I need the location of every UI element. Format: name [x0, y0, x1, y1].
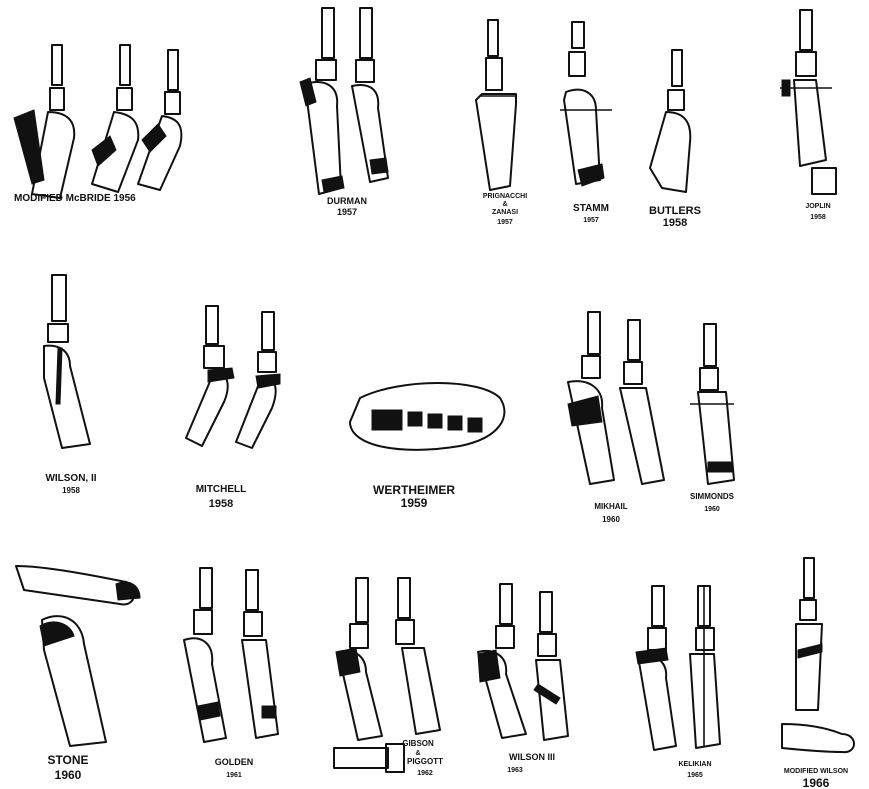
label-gibson-amp: &	[415, 750, 420, 757]
osteotomy-cut	[636, 648, 668, 664]
label-stamm-year: 1957	[583, 217, 599, 224]
label-prignacchi-amp: &	[502, 201, 507, 208]
label-piggott: PIGGOTT	[407, 757, 443, 766]
toe-bone	[92, 45, 138, 192]
label-kelikian: KELIKIAN	[678, 761, 711, 768]
label-modified-mcbride: MODIFIED McBRIDE 1956	[14, 193, 136, 204]
toe-bone	[396, 578, 440, 734]
toe-bone	[352, 8, 388, 182]
fig-simmonds	[690, 324, 734, 484]
osteotomy-cut	[478, 650, 500, 682]
label-wertheimer: WERTHEIMER	[373, 483, 455, 497]
phalanx-bone	[334, 744, 404, 772]
label-stamm: STAMM	[573, 203, 609, 214]
label-mikhail: MIKHAIL	[594, 502, 627, 511]
fig-wilson-iii	[478, 584, 568, 740]
label-durman: DURMAN	[327, 196, 367, 206]
label-golden: GOLDEN	[215, 757, 254, 767]
label-modified-wilson: MODIFIED WILSON	[784, 768, 848, 775]
label-golden-year: 1961	[226, 772, 242, 779]
toe-bone	[44, 275, 90, 448]
toe-bone	[536, 592, 568, 740]
label-wilson-iii: WILSON III	[509, 752, 555, 762]
fig-wilson-ii	[44, 275, 90, 448]
fig-stamm	[560, 22, 612, 186]
label-joplin: JOPLIN	[805, 203, 830, 210]
fig-mitchell	[186, 306, 280, 448]
toe-bone	[794, 10, 836, 194]
fig-kelikian	[636, 586, 720, 750]
fig-stone	[16, 566, 140, 746]
phalanx-bone	[782, 724, 854, 752]
fig-mikhail	[568, 312, 664, 484]
label-gibson: GIBSON	[402, 739, 434, 748]
label-prignacchi: PRIGNACCHI	[483, 193, 527, 200]
fig-durman	[300, 8, 388, 194]
label-butlers-year: 1958	[663, 217, 687, 229]
label-mitchell: MITCHELL	[196, 484, 247, 495]
label-wilson-iii-year: 1963	[507, 767, 523, 774]
tendon-transfer	[14, 110, 44, 184]
label-kelikian-year: 1965	[687, 772, 703, 779]
label-simmonds-year: 1960	[704, 506, 720, 513]
osteotomy-cut	[256, 374, 280, 388]
label-stone-year: 1960	[55, 768, 82, 782]
osteotomy-cut	[708, 462, 732, 472]
toe-bone	[564, 22, 600, 184]
label-stone: STONE	[47, 753, 88, 767]
fig-prignacchi-zanasi	[476, 20, 516, 190]
label-mitchell-year: 1958	[209, 498, 233, 510]
toe-bone	[620, 320, 664, 484]
label-butlers: BUTLERS	[649, 205, 701, 217]
label-wertheimer-year: 1959	[401, 496, 428, 510]
toe-bone	[796, 558, 822, 710]
label-mikhail-year: 1960	[602, 515, 620, 524]
fig-joplin	[780, 10, 836, 194]
toe-bone	[138, 50, 181, 190]
fig-wertheimer	[350, 383, 504, 450]
tendon-loop	[782, 80, 790, 96]
osteotomy-cut	[370, 158, 388, 174]
label-gibson-year: 1962	[417, 770, 433, 777]
osteotomy-cut	[208, 368, 234, 382]
fig-modified-mcbride	[14, 45, 181, 198]
fig-modified-wilson	[782, 558, 854, 752]
label-simmonds: SIMMONDS	[690, 492, 735, 501]
label-durman-year: 1957	[337, 207, 357, 217]
toe-bone	[690, 586, 720, 748]
label-modified-wilson-year: 1966	[803, 776, 830, 789]
fig-golden	[184, 568, 278, 742]
toe-bone	[650, 50, 690, 192]
osteotomy-cut	[336, 648, 360, 676]
label-zanasi: ZANASI	[492, 209, 518, 216]
label-joplin-year: 1958	[810, 214, 826, 221]
fig-butlers	[650, 50, 690, 192]
label-prignacchi-year: 1957	[497, 219, 513, 226]
label-wilson-ii: WILSON, II	[45, 473, 96, 484]
toe-bone	[476, 20, 516, 190]
osteotomy-cut	[262, 706, 276, 718]
toe-bone	[638, 586, 676, 750]
label-wilson-ii-year: 1958	[62, 486, 80, 495]
